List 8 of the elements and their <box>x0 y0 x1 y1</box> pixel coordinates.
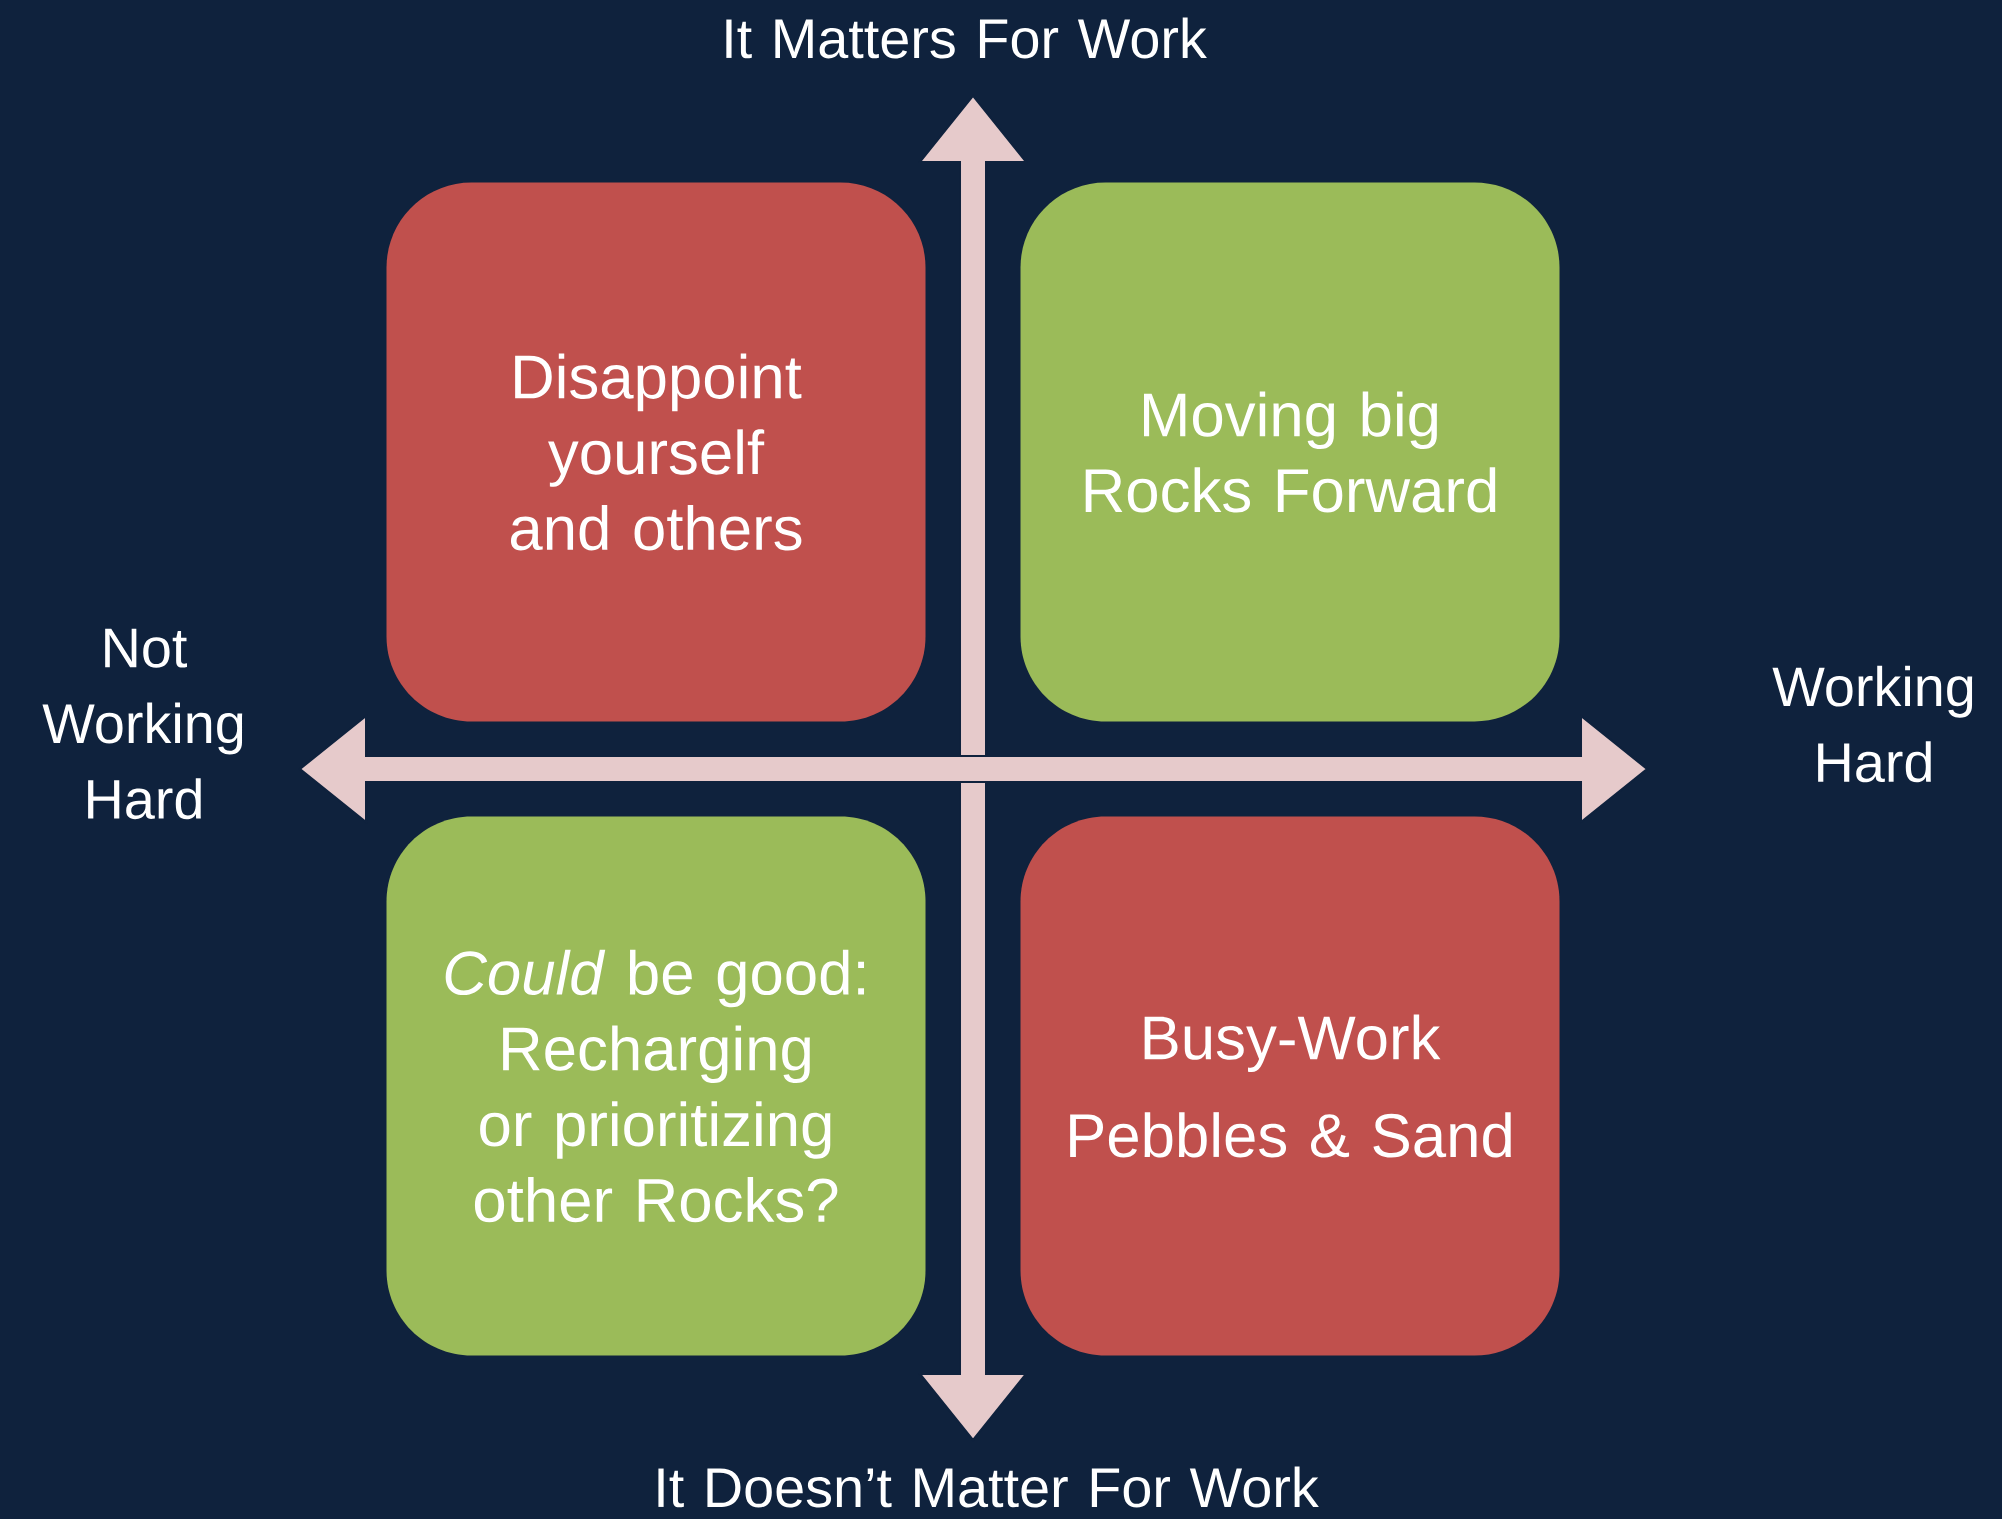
axis-label: It Doesn’t Matter For Work <box>658 1466 1319 1508</box>
quadrant-box: Busy-Work Pebbles & Sand <box>1020 816 1560 1356</box>
quadrant-box: Moving big Rocks Forward <box>1020 182 1560 722</box>
quadrant-box: Could be good: Recharging or prioritizing other Rocks? <box>386 816 926 1356</box>
axis-label: It Matters For Work <box>726 17 1207 59</box>
axis-label: Working Hard <box>1772 665 1973 783</box>
axis-label: Not Working Hard <box>42 628 243 820</box>
quadrant-box: Disappoint yourself and others <box>386 182 926 722</box>
